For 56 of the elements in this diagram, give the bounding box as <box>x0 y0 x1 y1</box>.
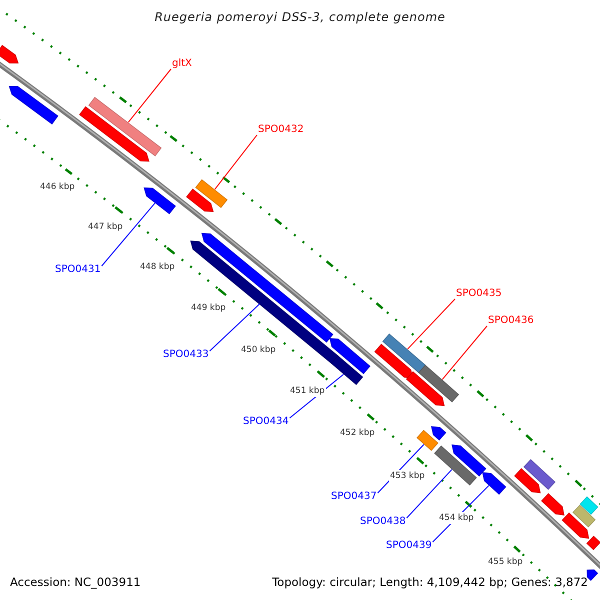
gene-label: SPO0433 <box>163 349 209 361</box>
gene-label: SPO0439 <box>386 540 432 552</box>
gene-bar <box>452 444 486 477</box>
gene-bar <box>431 426 446 441</box>
gene-label: gltX <box>172 58 192 70</box>
gene-block <box>88 96 162 156</box>
scale-label: 450 kbp <box>240 344 277 356</box>
gene-block <box>195 179 228 208</box>
scale-label: 453 kbp <box>389 470 426 482</box>
scale-label: 446 kbp <box>39 181 76 193</box>
gene-bar <box>144 187 176 214</box>
leader-line <box>214 134 258 190</box>
gene-bar <box>586 570 598 581</box>
gene-bar <box>406 371 445 406</box>
gene-block <box>416 430 438 451</box>
scale-label: 451 kbp <box>289 385 326 397</box>
leader-line <box>442 326 488 380</box>
gene-block <box>418 364 460 402</box>
gene-block <box>523 459 556 490</box>
leader-line <box>209 303 260 352</box>
gene-label: SPO0437 <box>331 491 377 503</box>
gene-bar <box>79 106 150 162</box>
gene-bar <box>0 44 19 64</box>
footer-text: Topology: circular; Length: 4,109,442 bp; Genes: 3,872 <box>272 576 588 588</box>
diagram-title: Ruegeria pomeroyi DSS-3, complete genome <box>154 11 446 23</box>
scale-label: 449 kbp <box>190 302 227 314</box>
leader-line <box>128 68 172 123</box>
leader-line <box>406 469 452 518</box>
gene-label: SPO0436 <box>488 315 534 327</box>
gene-label: SPO0435 <box>456 288 502 300</box>
gene-bar <box>329 338 370 374</box>
gene-label: SPO0431 <box>55 264 101 276</box>
gene-block <box>572 504 596 528</box>
gene-block <box>330 355 364 386</box>
gene-label: SPO0432 <box>258 124 304 136</box>
footer-text: Accession: NC_003911 <box>10 576 141 588</box>
scale-label: 448 kbp <box>139 261 176 273</box>
gene-block <box>434 445 477 486</box>
gene-label: SPO0438 <box>360 516 406 528</box>
gene-block <box>580 496 598 515</box>
gene-bar <box>562 512 590 539</box>
gene-block <box>382 333 426 374</box>
scale-label: 452 kbp <box>339 427 376 439</box>
gene-bar <box>514 468 541 494</box>
gene-bar <box>186 188 214 212</box>
scale-label: 454 kbp <box>438 512 475 524</box>
gene-bar <box>541 493 564 516</box>
scale-label: 455 kbp <box>487 556 524 568</box>
leader-line <box>101 202 156 266</box>
scale-label: 447 kbp <box>87 221 124 233</box>
gene-bar <box>374 344 414 378</box>
gene-label: SPO0434 <box>243 416 289 428</box>
gene-block <box>586 536 600 550</box>
leader-line <box>407 298 456 350</box>
gene-bar <box>8 86 58 124</box>
gene-bar <box>482 472 506 495</box>
